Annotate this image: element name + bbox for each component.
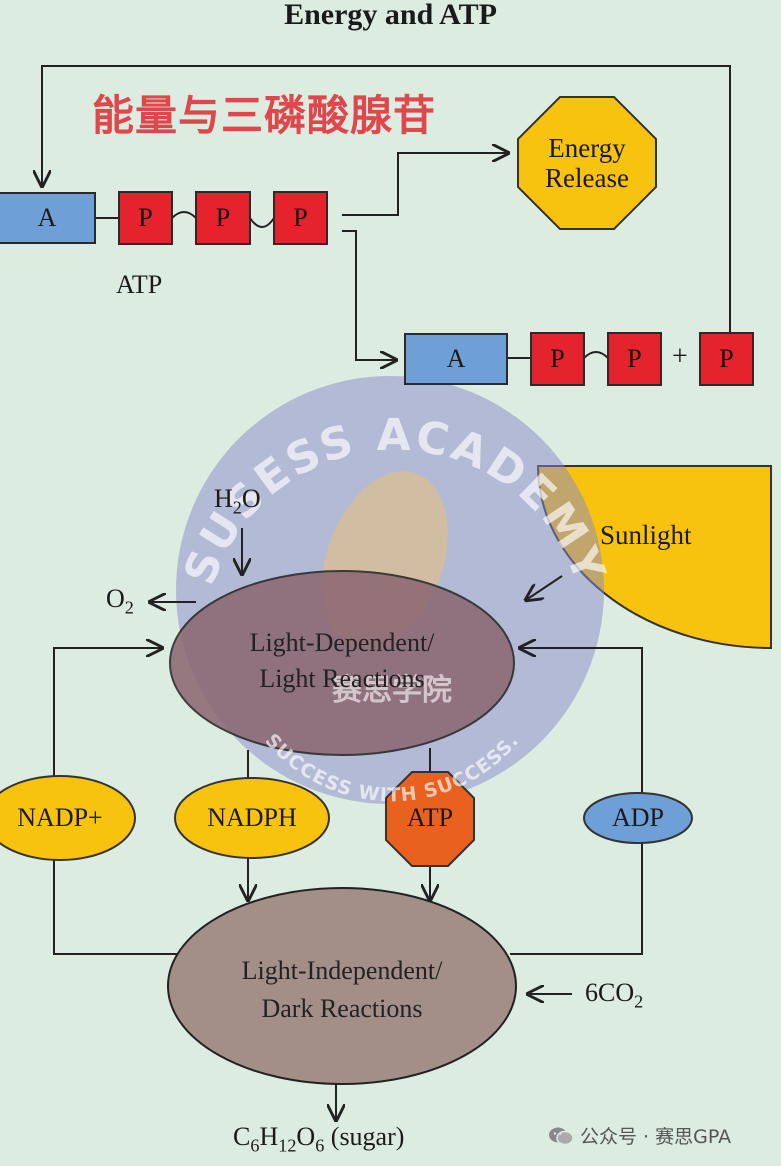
nadph-oval [174,777,330,859]
wechat-account[interactable]: 公众号 · 赛思GPA [548,1122,731,1149]
sugar-h: H [259,1122,279,1151]
sugar-o: O [296,1122,316,1151]
hydrolysis-arrow [342,230,396,360]
energy-release-arrow [342,153,508,216]
free-phosphate: P [699,332,754,386]
adp-up-arrow [520,648,643,793]
high-energy-bond-1 [171,211,197,219]
adp-phosphate-1: P [530,332,585,386]
nadph-label: NADPH [207,803,297,832]
water-label: H2O [214,484,261,518]
sugar-c: C [233,1122,251,1151]
oxygen-label: O2 [106,584,134,618]
light-independent-ellipse [167,887,517,1085]
water-sub: 2 [232,497,242,518]
sunlight-label: Sunlight [600,520,692,550]
atp-phosphate-2: P [195,191,251,245]
energy-release-octagon [517,96,657,230]
plus-sign: + [672,341,688,372]
adp-phosphate-2: P [607,332,662,386]
sugar-o-sub: 6 [315,1135,325,1156]
high-energy-bond-2 [249,217,275,228]
high-energy-bond-3 [583,351,609,359]
page-title: Energy and ATP [284,0,497,31]
wechat-icon [549,1127,574,1145]
sugar-label: C6H12O6 (sugar) [233,1122,405,1156]
oxygen-base: O [106,584,125,613]
chinese-title: 能量与三磷酸腺苷 [92,91,437,140]
oxygen-sub: 2 [124,597,134,618]
energy-release-label: Energy Release [545,133,629,193]
co2-label: 6CO2 [585,978,644,1012]
water-base: H [214,484,233,513]
sunlight-arrow [526,575,563,600]
co2-base: 6CO [585,978,635,1007]
light-dependent-ellipse [169,570,515,756]
adp-adenosine-box: A [404,333,508,385]
sugar-c-sub: 6 [250,1135,260,1156]
co2-sub: 2 [634,991,644,1012]
atp-label: ATP [116,270,163,299]
nadp-return-line [53,860,218,955]
light-independent-label: Light-Independent/ Dark Reactions [241,956,443,1023]
sugar-h-sub: 12 [278,1135,297,1156]
atp-phosphate-1: P [118,191,173,245]
sugar-tail: (sugar) [324,1122,405,1151]
atp-adenosine-box: A [0,192,96,244]
light-dependent-label: Light-Dependent/ Light Reactions [249,628,435,693]
recycle-arrow [42,65,731,332]
water-tail: O [241,484,261,513]
adp-label: ADP [611,803,664,832]
wechat-account-label: 公众号 · 赛思GPA [580,1126,732,1148]
nadp-plus-label: NADP+ [17,803,103,832]
atp-octagon-label: ATP [406,803,454,832]
nadp-up-arrow [53,648,162,776]
adp-return-line [510,843,643,955]
atp-phosphate-3: P [273,191,328,245]
nadp-plus-oval [0,775,136,861]
atp-octagon [385,771,475,867]
adp-oval [583,792,693,844]
